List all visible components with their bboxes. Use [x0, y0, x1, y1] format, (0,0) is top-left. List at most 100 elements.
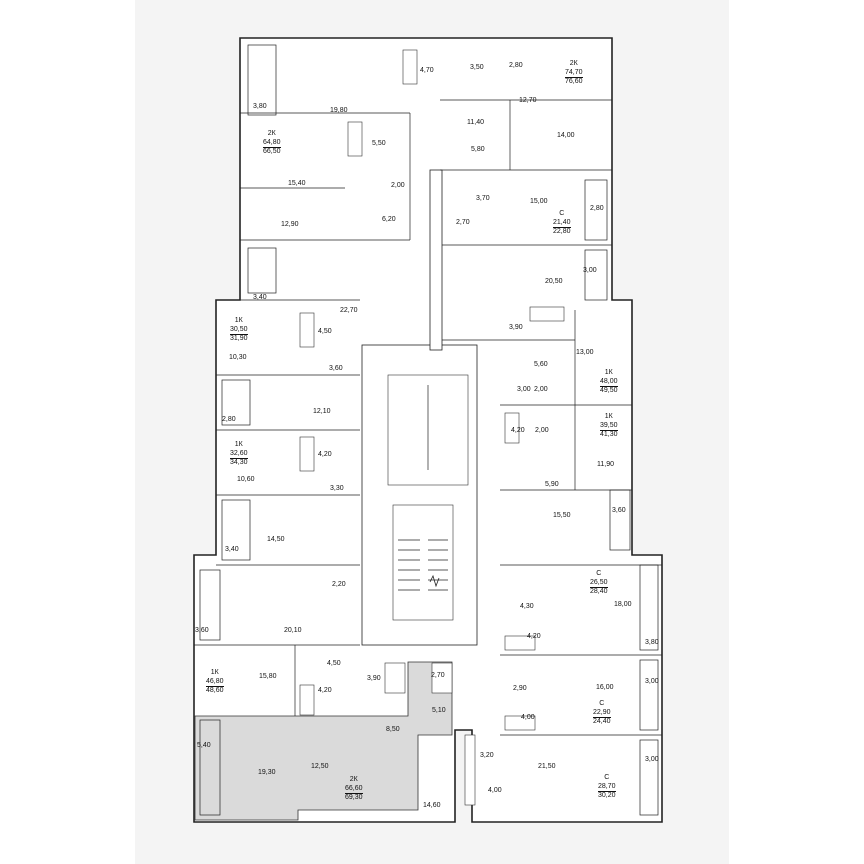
room-area-label: 18,00 — [614, 601, 632, 608]
room-area-label: 12,70 — [519, 97, 537, 104]
apartment-living-area: 28,70 — [598, 783, 616, 792]
room-area-label: 5,80 — [471, 146, 485, 153]
apartment-living-area: 74,70 — [565, 69, 583, 78]
apartment-living-area: 22,90 — [593, 709, 611, 718]
room-area-label: 3,00 — [645, 678, 659, 685]
room-area-label: 3,80 — [645, 639, 659, 646]
room-area-label: 3,90 — [367, 675, 381, 682]
apartment-living-area: 32,60 — [230, 450, 248, 459]
room-area-label: 15,00 — [530, 198, 548, 205]
apartment-type: 2К — [569, 60, 578, 67]
apartment-total-area: 69,30 — [345, 794, 363, 801]
apartment-total-area: 41,30 — [600, 431, 618, 438]
apartment-total-area: 22,80 — [553, 228, 571, 235]
apartment-type: С — [599, 700, 605, 707]
apartment-type: 2К — [349, 776, 358, 783]
apartment-type: 1К — [604, 413, 613, 420]
room-area-label: 10,30 — [229, 354, 247, 361]
room-area-label: 5,50 — [372, 140, 386, 147]
room-area-label: 2,70 — [431, 672, 445, 679]
apartment-type: 1К — [604, 369, 613, 376]
room-area-label: 11,40 — [467, 119, 484, 126]
room-area-label: 2,80 — [509, 62, 523, 69]
room-area-label: 4,00 — [521, 714, 535, 721]
room-area-label: 11,90 — [597, 461, 614, 468]
apartment-type: С — [604, 774, 610, 781]
room-area-label: 3,90 — [509, 324, 523, 331]
room-area-label: 4,50 — [327, 660, 341, 667]
apartment-living-area: 46,80 — [206, 678, 224, 687]
room-area-label: 2,20 — [332, 581, 346, 588]
room-area-label: 12,50 — [311, 763, 329, 770]
room-area-label: 5,90 — [545, 481, 559, 488]
room-area-label: 8,50 — [386, 726, 400, 733]
room-area-label: 4,20 — [511, 427, 525, 434]
room-area-label: 6,20 — [382, 216, 396, 223]
room-area-label: 3,40 — [225, 546, 239, 553]
room-area-label: 3,80 — [253, 103, 267, 110]
room-area-label: 14,50 — [267, 536, 285, 543]
bath-fixtures — [299, 49, 565, 806]
room-area-label: 3,20 — [480, 752, 494, 759]
apartment-living-area: 48,00 — [600, 378, 618, 387]
apartment-type: 1К — [234, 317, 243, 324]
room-area-label: 20,10 — [284, 627, 302, 634]
apartment-living-area: 30,50 — [230, 326, 248, 335]
room-area-label: 2,80 — [590, 205, 604, 212]
room-area-label: 3,00 — [645, 756, 659, 763]
room-area-label: 4,20 — [318, 687, 332, 694]
room-area-label: 4,20 — [527, 633, 541, 640]
room-area-label: 19,80 — [330, 107, 348, 114]
apartment-total-area: 66,50 — [263, 148, 281, 155]
room-area-label: 2,80 — [222, 416, 236, 423]
room-area-label: 3,50 — [470, 64, 484, 71]
balconies — [199, 44, 659, 816]
room-area-label: 19,30 — [258, 769, 276, 776]
stair-steps — [398, 539, 448, 591]
stair-direction-icon — [429, 574, 440, 588]
room-area-label: 4,70 — [420, 67, 434, 74]
apartment-total-area: 24,40 — [593, 718, 611, 725]
apartment-type: С — [559, 210, 565, 217]
room-area-label: 20,50 — [545, 278, 563, 285]
room-area-label: 3,70 — [476, 195, 490, 202]
apartment-living-area: 26,50 — [590, 579, 608, 588]
room-area-label: 3,40 — [253, 294, 267, 301]
stairwell — [392, 504, 454, 621]
apartment-total-area: 34,30 — [230, 459, 248, 466]
room-area-label: 15,80 — [259, 673, 277, 680]
room-area-label: 3,60 — [195, 627, 209, 634]
room-area-label: 3,30 — [330, 485, 344, 492]
room-area-label: 14,00 — [557, 132, 575, 139]
room-area-label: 16,00 — [596, 684, 614, 691]
apartment-total-area: 30,20 — [598, 792, 616, 799]
apartment-total-area: 49,50 — [600, 387, 618, 394]
apartment-living-area: 66,60 — [345, 785, 363, 794]
room-area-label: 2,00 — [534, 386, 548, 393]
room-area-label: 2,90 — [513, 685, 527, 692]
room-area-label: 5,60 — [534, 361, 548, 368]
apartment-total-area: 76,60 — [565, 78, 583, 85]
room-area-label: 10,60 — [237, 476, 255, 483]
room-area-label: 12,10 — [313, 408, 331, 415]
room-area-label: 15,50 — [553, 512, 571, 519]
interior-walls — [194, 99, 662, 736]
room-area-label: 22,70 — [340, 307, 358, 314]
apartment-total-area: 28,40 — [590, 588, 608, 595]
apartment-type: С — [596, 570, 602, 577]
apartment-total-area: 31,90 — [230, 335, 248, 342]
room-area-label: 2,70 — [456, 219, 470, 226]
apartment-type: 1К — [210, 669, 219, 676]
apartment-type: 1К — [234, 441, 243, 448]
room-area-label: 4,20 — [318, 451, 332, 458]
room-area-label: 12,90 — [281, 221, 299, 228]
